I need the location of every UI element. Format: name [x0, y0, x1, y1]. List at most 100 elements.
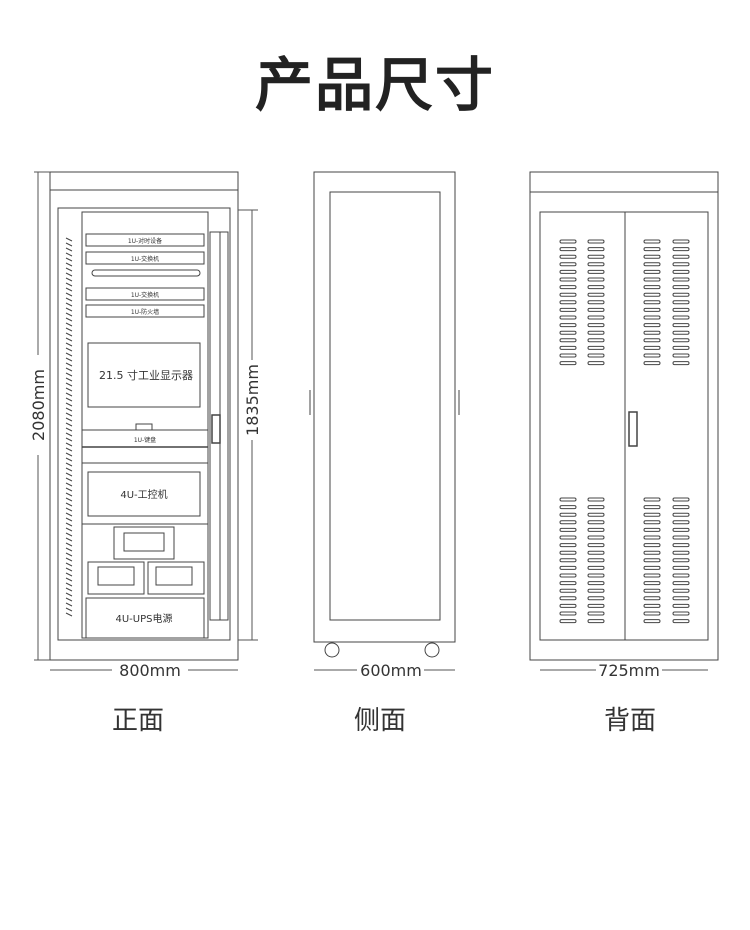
- vent-slash: [65, 442, 73, 447]
- vent-slot: [559, 611, 577, 616]
- vent-slot: [559, 307, 577, 312]
- vent-slash: [65, 462, 73, 467]
- vent-slash: [65, 257, 73, 262]
- vent-slot: [643, 353, 661, 358]
- vent-slot: [587, 558, 605, 563]
- vent-slash: [65, 532, 73, 537]
- vent-slash: [65, 487, 73, 492]
- vent-slot: [559, 596, 577, 601]
- vent-slash: [65, 352, 73, 357]
- back-view-label: 背面: [603, 706, 656, 736]
- vent-slash: [65, 427, 73, 432]
- vent-slash: [65, 537, 73, 542]
- vent-slot: [587, 611, 605, 616]
- side-view-label: 侧面: [353, 706, 406, 736]
- vent-slot: [587, 497, 605, 502]
- vent-slot: [643, 254, 661, 259]
- blank-panel: [91, 269, 201, 277]
- vent-slot: [587, 300, 605, 305]
- vent-slot: [643, 262, 661, 267]
- vent-slash: [65, 582, 73, 587]
- vent-slash: [65, 302, 73, 307]
- vent-slot: [559, 315, 577, 320]
- vent-slash: [65, 457, 73, 462]
- vent-slot: [587, 353, 605, 358]
- vent-slash: [65, 412, 73, 417]
- vent-slash: [65, 547, 73, 552]
- vent-slot: [672, 596, 690, 601]
- vent-slot: [643, 573, 661, 578]
- vent-slot: [559, 345, 577, 350]
- vent-slot: [559, 603, 577, 608]
- device-slot: [85, 287, 205, 301]
- vent-slot: [643, 277, 661, 282]
- vent-slot: [672, 505, 690, 510]
- vent-slash: [65, 292, 73, 297]
- vent-slot: [643, 558, 661, 563]
- vent-slash: [65, 567, 73, 572]
- vent-slot: [672, 527, 690, 532]
- vent-slot: [559, 505, 577, 510]
- vent-slot: [559, 573, 577, 578]
- device-label: 1U-交换机: [131, 255, 159, 263]
- vent-slot: [559, 581, 577, 586]
- vent-slot: [643, 565, 661, 570]
- vent-slot: [559, 619, 577, 624]
- vent-slash: [65, 467, 73, 472]
- vent-slot: [672, 573, 690, 578]
- vent-slot: [587, 619, 605, 624]
- vent-slot: [643, 535, 661, 540]
- vent-slash: [65, 482, 73, 487]
- monitor-label: 21.5 寸工业显示器: [99, 368, 193, 382]
- vent-slot: [672, 558, 690, 563]
- vent-slash: [65, 477, 73, 482]
- vent-slash: [65, 407, 73, 412]
- vent-slot: [587, 254, 605, 259]
- vent-slot: [672, 543, 690, 548]
- vent-slash: [65, 282, 73, 287]
- vent-slash: [65, 527, 73, 532]
- vent-slot: [672, 497, 690, 502]
- vent-slot: [643, 497, 661, 502]
- vent-slash: [65, 592, 73, 597]
- vent-slot: [643, 247, 661, 252]
- vent-slot: [587, 550, 605, 555]
- vent-slot: [643, 323, 661, 328]
- vent-slot: [643, 520, 661, 525]
- vent-slot: [587, 581, 605, 586]
- keyboard-label: 1U-键盘: [134, 436, 156, 444]
- vent-slot: [672, 247, 690, 252]
- vent-slot: [643, 527, 661, 532]
- vent-slash: [65, 497, 73, 502]
- vent-slash: [65, 507, 73, 512]
- back-width-dimension: 725mm: [598, 661, 660, 680]
- vent-slot: [672, 330, 690, 335]
- vent-slash: [65, 542, 73, 547]
- vent-slash: [65, 237, 73, 242]
- vent-slash: [65, 252, 73, 257]
- vent-slash: [65, 317, 73, 322]
- vent-slash: [65, 492, 73, 497]
- vent-slot: [643, 611, 661, 616]
- device-label: 1U-交换机: [131, 291, 159, 299]
- vent-slot: [643, 550, 661, 555]
- vent-slash: [65, 437, 73, 442]
- vent-slot: [672, 269, 690, 274]
- vent-slot: [559, 269, 577, 274]
- vent-slot: [559, 262, 577, 267]
- vent-slot: [587, 277, 605, 282]
- vent-slot: [559, 550, 577, 555]
- vent-slot: [559, 520, 577, 525]
- vent-slash: [65, 367, 73, 372]
- ups-label: 4U-UPS电源: [116, 612, 173, 625]
- device-label: 1U-对时设备: [128, 237, 162, 245]
- vent-slot: [643, 307, 661, 312]
- vent-slot: [559, 338, 577, 343]
- vent-slash: [65, 502, 73, 507]
- vent-slot: [672, 254, 690, 259]
- vent-slot: [643, 619, 661, 624]
- vent-slash: [65, 327, 73, 332]
- vent-slot: [559, 565, 577, 570]
- vent-slash: [65, 422, 73, 427]
